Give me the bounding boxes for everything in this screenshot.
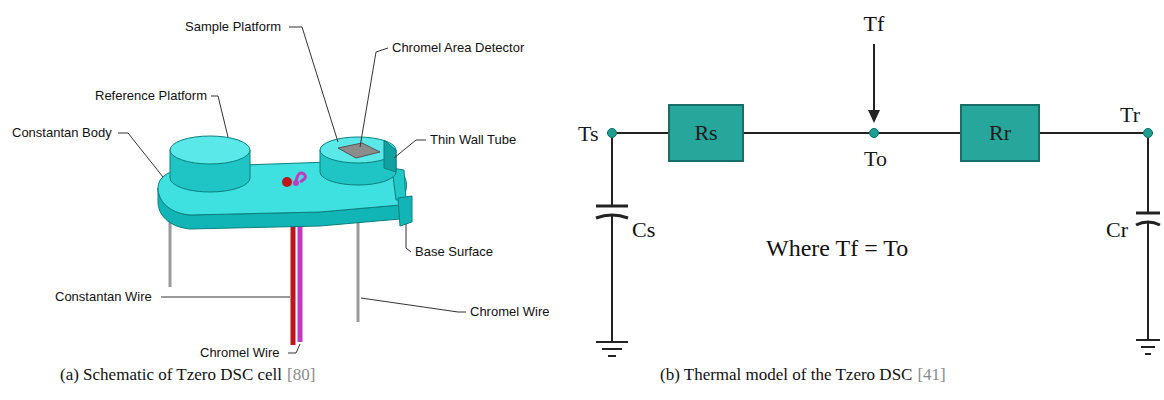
wire	[611, 215, 613, 342]
part-label: Thin Wall Tube	[430, 132, 516, 148]
sub-caption-wrap: (a) Schematic of Tzero DSC cell	[60, 364, 282, 385]
grey-wire	[357, 210, 360, 322]
part-label-wrap: Chromel Wire	[200, 345, 279, 361]
sub-caption: (b) Thermal model of the Tzero DSC	[660, 364, 912, 385]
base-tab	[398, 196, 412, 226]
tube-cutaway	[384, 140, 396, 172]
leader-line	[289, 27, 338, 142]
node-label: Ts	[578, 121, 598, 147]
leader-line	[118, 133, 163, 177]
capacitor-label-wrap: Cr	[1106, 216, 1128, 243]
capacitor-plate	[596, 205, 628, 208]
part-label-wrap: Sample Platform	[185, 19, 281, 35]
magenta-wire	[298, 210, 303, 342]
part-label-wrap: Chromel Wire	[470, 304, 549, 320]
part-label-wrap: Constantan Wire	[55, 289, 152, 305]
leader-line	[360, 48, 388, 147]
circuit-wire	[744, 132, 869, 134]
wires	[170, 210, 358, 345]
part-label: Constantan Wire	[55, 289, 152, 305]
leader-line	[288, 344, 300, 353]
area-detector	[338, 143, 380, 158]
wire	[611, 138, 613, 206]
resistor-box: Rs	[668, 104, 744, 162]
leader-line	[211, 96, 228, 137]
wire	[1147, 222, 1149, 340]
citation-wrap: [80]	[287, 364, 315, 385]
part-label: Chromel Area Detector	[392, 40, 524, 56]
leader-line	[161, 297, 290, 298]
part-label: Sample Platform	[185, 19, 281, 35]
citation: [80]	[287, 364, 315, 385]
ground-symbol	[596, 341, 628, 343]
reference-cylinder-top	[170, 136, 250, 164]
leader-lines	[118, 27, 466, 353]
part-label: Constantan Body	[12, 125, 112, 141]
junction-ball	[293, 180, 299, 186]
citation: [41]	[917, 364, 945, 385]
part-label-wrap: Thin Wall Tube	[430, 132, 516, 148]
thermal-circuit	[596, 44, 1160, 356]
ground-symbol	[1141, 346, 1155, 348]
resistor-box: Rr	[960, 104, 1040, 162]
ground-symbol	[602, 348, 622, 350]
node-label: To	[864, 146, 887, 172]
junction-ball	[282, 177, 292, 187]
node-label: Rs	[694, 120, 717, 146]
temperature-node: Tr	[1143, 128, 1153, 138]
part-label: Chromel Wire	[200, 345, 279, 361]
sub-caption: (a) Schematic of Tzero DSC cell	[60, 364, 282, 385]
leader-line	[394, 140, 426, 158]
ground-symbol	[608, 355, 616, 357]
citation-wrap: [41]	[917, 364, 945, 385]
circuit-wire	[879, 132, 960, 134]
temperature-node: Ts	[607, 128, 617, 138]
leader-line	[361, 298, 466, 312]
temperature-label: Tf	[864, 10, 885, 37]
note-wrap: Where Tf = To	[766, 234, 908, 263]
arrow-head	[868, 110, 880, 123]
part-label-wrap: Reference Platform	[95, 88, 207, 104]
part-label-wrap: Chromel Area Detector	[392, 40, 524, 56]
capacitor-label: Cs	[632, 216, 655, 243]
ground-symbol	[1136, 339, 1160, 341]
circuit-wire	[1040, 132, 1143, 134]
wire	[873, 44, 875, 112]
part-label: Chromel Wire	[470, 304, 549, 320]
temperature-label-wrap: Tf	[864, 10, 885, 37]
part-label: Base Surface	[415, 244, 493, 260]
note: Where Tf = To	[766, 234, 908, 263]
temperature-node: To	[869, 128, 879, 138]
sub-caption-wrap: (b) Thermal model of the Tzero DSC	[660, 364, 912, 385]
leader-line	[406, 224, 411, 252]
part-label-wrap: Base Surface	[415, 244, 493, 260]
part-label: Reference Platform	[95, 88, 207, 104]
part-label-wrap: Constantan Body	[12, 125, 112, 141]
node-label: Rr	[989, 120, 1011, 146]
capacitor-plate	[1136, 212, 1160, 215]
ground-symbol	[1145, 353, 1151, 355]
node-label: Tr	[1120, 102, 1140, 128]
capacitor-label: Cr	[1106, 216, 1128, 243]
circuit-wire	[617, 132, 668, 134]
wire	[1147, 138, 1149, 213]
red-wire	[291, 210, 296, 345]
capacitor-label-wrap: Cs	[632, 216, 655, 243]
